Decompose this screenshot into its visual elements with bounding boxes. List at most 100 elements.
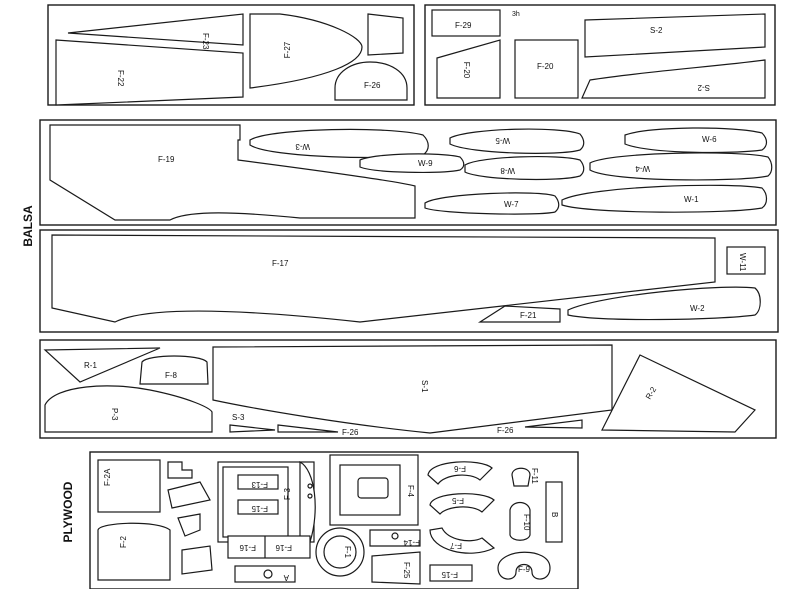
- part-f19-label: F-19: [158, 155, 175, 164]
- part-f16-right-label: F-16: [275, 543, 292, 552]
- part-f15-bottom-label: F-15: [441, 570, 458, 579]
- part-f7-label: F-7: [449, 541, 462, 550]
- part-f15-bottom: [429, 564, 473, 582]
- part-f2a: [97, 459, 161, 513]
- part-f26-strip-left-label: F-26: [342, 428, 359, 437]
- part-w3-label: W-3: [295, 142, 310, 151]
- part-f19: [49, 124, 416, 221]
- part-scrap-trapezoid: [367, 13, 404, 56]
- part-f20-label: F-20: [537, 62, 554, 71]
- part-p3: [44, 385, 213, 433]
- part-p3-label: P-3: [110, 408, 119, 421]
- part-s2-upper-label: S-2: [650, 26, 663, 35]
- part-f20-left-label: F-20: [462, 62, 471, 79]
- part-s3: [229, 424, 276, 433]
- balsa-sheet-5-outline: [39, 339, 777, 439]
- part-f1: [323, 535, 357, 569]
- part-f20-left: [436, 39, 501, 99]
- part-f16-left-label: F-16: [239, 543, 256, 552]
- part-w6: [624, 127, 768, 154]
- part-f7: [429, 527, 496, 554]
- part-f11-label: F-11: [530, 468, 539, 484]
- part-f2: [97, 522, 171, 581]
- part-w7-label: W-7: [504, 200, 519, 209]
- part-f26-strip-right-label: F-26: [497, 426, 514, 435]
- part-f21: [477, 305, 561, 323]
- part-f10-label: F-10: [522, 514, 531, 531]
- part-f17: [51, 234, 716, 323]
- part-f1-label: F-1: [343, 546, 352, 559]
- part-f26: [334, 61, 408, 101]
- part-r1: [43, 347, 161, 383]
- part-w7: [424, 192, 560, 215]
- part-f8-label: F-8: [165, 371, 178, 380]
- part-f25-label: F-25: [402, 562, 411, 579]
- hole-2: [307, 493, 313, 499]
- part-w4: [589, 152, 773, 181]
- part-f5-label: F-5: [451, 496, 464, 505]
- mark-3h: 3h: [512, 11, 520, 18]
- part-w11-label: W-11: [738, 253, 747, 272]
- part-f23: [67, 13, 244, 46]
- part-f26-strip-right: [524, 419, 583, 429]
- part-w1-label: W-1: [684, 195, 699, 204]
- part-f8: [139, 355, 209, 385]
- part-w3: [249, 128, 429, 159]
- part-b-label: B: [550, 512, 559, 517]
- part-w8-label: W-8: [500, 166, 515, 175]
- part-f4-label: F-4: [406, 485, 415, 498]
- part-f17-label: F-17: [272, 259, 289, 268]
- part-f5: [429, 493, 495, 515]
- part-f9-label: F-9: [518, 565, 531, 574]
- part-f23-label: F-23: [201, 33, 210, 50]
- part-f2a-label: F-2A: [103, 468, 112, 486]
- part-f15-top: [237, 499, 279, 515]
- part-f15-top-label: F-15: [251, 504, 268, 513]
- part-w2: [567, 286, 761, 321]
- part-f25: [371, 551, 421, 585]
- part-f13-label: F-13: [251, 480, 268, 489]
- part-f29: [431, 9, 501, 37]
- part-s3-label: S-3: [232, 413, 245, 422]
- part-w5-label: W-5: [495, 136, 510, 145]
- part-f20: [514, 39, 579, 99]
- balsa-sheet-4-outline: [39, 229, 779, 333]
- part-f9: [497, 551, 551, 580]
- part-s2-lower-label: S-2: [697, 83, 710, 92]
- part-f22-label: F-22: [116, 70, 125, 87]
- hole-1: [307, 483, 313, 489]
- part-f4-cutout: [357, 477, 389, 499]
- part-f16-pair: [227, 535, 311, 559]
- balsa-sheet-1-outline: [47, 4, 415, 106]
- part-w8: [464, 155, 585, 181]
- part-f6: [427, 461, 493, 485]
- part-w6-label: W-6: [702, 135, 717, 144]
- part-f27-label: F-27: [283, 41, 292, 58]
- part-f29-label: F-29: [455, 21, 472, 30]
- part-f6-label: F-6: [453, 464, 466, 473]
- part-w4-label: W-4: [635, 164, 650, 173]
- part-small-bracket-4: [181, 545, 213, 575]
- part-a-label: A: [283, 573, 289, 582]
- balsa-sheet-label: BALSA: [21, 205, 35, 247]
- part-f26-label: F-26: [364, 81, 381, 90]
- part-s1-label: S-1: [420, 380, 429, 393]
- part-r2: [601, 354, 756, 433]
- part-f11: [511, 467, 531, 487]
- part-f10: [509, 501, 531, 541]
- part-small-bracket-3: [177, 513, 201, 537]
- part-s2-upper: [584, 13, 766, 58]
- part-f13: [237, 474, 279, 490]
- plywood-sheet-label: PLYWOOD: [61, 481, 75, 542]
- balsa-sheet-2-outline: [424, 4, 776, 106]
- part-f22: [55, 39, 244, 106]
- part-f3-label: F-3: [283, 487, 292, 500]
- part-a-hole: [263, 569, 273, 579]
- part-r1-label: R-1: [84, 361, 97, 370]
- part-w1: [561, 184, 768, 213]
- part-small-bracket-1: [167, 461, 193, 479]
- part-w9: [359, 153, 465, 173]
- part-s1: [212, 344, 613, 434]
- balsa-sheet-3-outline: [39, 119, 777, 226]
- part-s2-lower: [581, 59, 766, 99]
